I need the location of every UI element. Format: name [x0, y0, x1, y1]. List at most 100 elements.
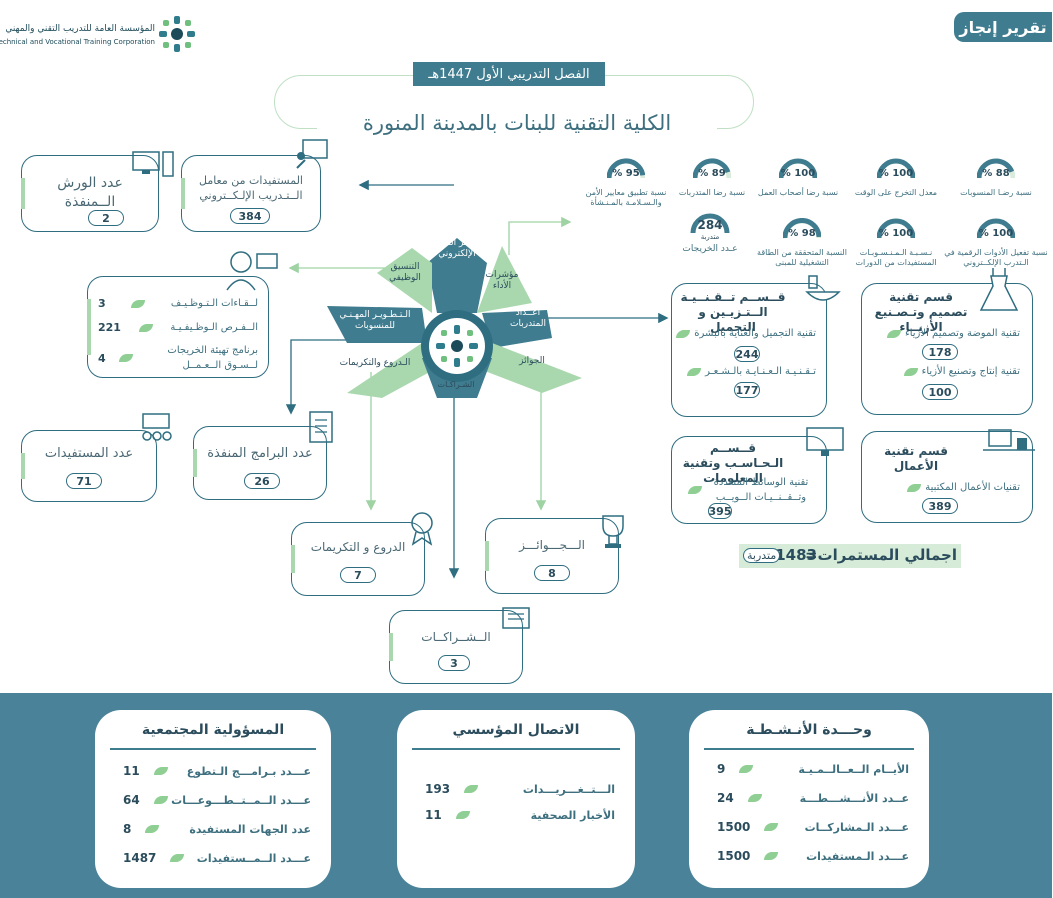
total-value: 1483	[776, 546, 818, 564]
dept-row-value: 178	[923, 344, 959, 360]
beneficiaries-card: عدد المستفيدات 71	[22, 430, 158, 502]
kpi-label: نـسـبـة الـمـنـسـوبـات المستفيدات من الد…	[856, 248, 938, 267]
dept-computer-title: قــســم الـحـاسـب وتقنية المعلومات	[683, 441, 785, 485]
kpi-pct: 100 %	[879, 168, 915, 179]
dept-beauty-card: قــســم تــقـنــيـة الــتـزيـين و التجمي…	[672, 283, 828, 417]
tvtc-logo: المؤسسة العامة للتدريب التقني والمهني Te…	[0, 12, 202, 56]
kpi-label: معدل التخرج على الوقت	[855, 188, 939, 197]
graduates-stat: 284 متدربة عـدد الخريجات	[672, 212, 750, 260]
kpi-gauge: 88 % نسبة رضـا المنسوبات	[961, 158, 1033, 204]
leaf-icon	[171, 854, 186, 862]
total-unit: متدربة	[744, 548, 782, 563]
college-title: الكلية التقنية للبنات بالمدينة المنورة	[318, 108, 718, 138]
arrow-development	[286, 339, 360, 415]
leaf-icon	[748, 794, 763, 802]
cosmetics-icon	[806, 275, 842, 301]
social-title: المسؤولية المجتمعية	[142, 722, 286, 738]
elearning-card: المستفيدات من معامل الــتـدريب الإلـكــت…	[182, 155, 322, 232]
petal-elearning	[428, 238, 488, 313]
programs-value: 26	[245, 473, 281, 489]
programs-label: عدد البرامج المنفذة	[208, 446, 314, 461]
medal-icon	[412, 512, 434, 546]
kpi-label: نسبة رضا المتدربات	[679, 188, 747, 197]
activities-title: وحـــدة الأنـشـطـة	[747, 722, 873, 738]
dept-row: تقنية الوسائط المتعددة وتــقــنــيـات ال…	[689, 475, 817, 505]
kpi-pct: 88 %	[983, 168, 1011, 179]
shields-label: الدروع و التكريمات	[311, 540, 407, 554]
awards-value: 8	[535, 565, 571, 581]
partnerships-label: الــشــراكــات	[422, 630, 492, 644]
arrow-kpis	[509, 216, 573, 255]
audience-icon	[143, 413, 173, 441]
kpi-label: النسبة المتحققة من الطاقة التشغيلية للمب…	[758, 248, 848, 267]
dept-fashion-card: قسم تقنية تصميم وتـصـنيع الأزيــاء تقنية…	[862, 283, 1034, 415]
leaf-icon	[765, 823, 780, 831]
workshops-label: عدد الورش الــمنفذة	[58, 175, 124, 210]
total-label: اجمالي المستمرات=	[805, 546, 958, 564]
kpi-pct: 100 %	[979, 228, 1015, 239]
petal-trainees	[483, 310, 553, 348]
kpi-label: نسبة تفعيل الأدوات الرقمية في الـتدرب ال…	[945, 248, 1049, 267]
dept-row-value: 177	[735, 382, 761, 398]
dept-row-value: 395	[709, 503, 733, 519]
workshops-card: عدد الورش الــمنفذة 2	[22, 155, 160, 232]
kpi-pct: 98 %	[789, 228, 817, 239]
dept-row-value: 244	[735, 346, 761, 362]
kpi-gauge-arc	[780, 158, 818, 179]
kpi-gauge: 98 % النسبة المتحققة من الطاقة التشغيلية …	[758, 218, 848, 267]
programs-card: عدد البرامج المنفذة 26	[194, 426, 328, 500]
kpi-gauge: 100 % نسبة تفعيل الأدوات الرقمية في الـتد…	[945, 218, 1049, 267]
petal-label-shields: الـدروع والتكريمات	[340, 358, 412, 368]
graduates-value: 284	[698, 218, 724, 232]
scroll-icon	[503, 607, 531, 629]
kpi-gauge-arc	[978, 158, 1016, 179]
petal-kpis	[478, 246, 533, 313]
petal-label-trainees: أعــداد المتدربات	[511, 308, 547, 329]
dress-icon	[980, 268, 1020, 311]
petal-label-development: الـتـطـويـر المهـنـي للمنسوبات	[340, 310, 412, 331]
leaf-icon	[146, 825, 161, 833]
leaf-icon	[465, 785, 480, 793]
kpi-gauge: 100 % معدل التخرج على الوقت	[856, 158, 938, 204]
dept-row: تقنية الموضة وتصميم الأزياء	[888, 328, 1021, 339]
petal-coordination	[378, 248, 433, 313]
awards-label: الـــجـــوائـــز	[520, 538, 586, 552]
kpi-label: نسبة رضـا المنسوبات	[961, 188, 1033, 197]
report-tag: تقرير إنجاز	[955, 12, 1053, 42]
petal-label-awards: الجوائز	[520, 356, 546, 366]
graduates-unit: متدربة	[701, 233, 721, 241]
leaf-icon	[456, 811, 471, 819]
kpi-pct: 95 %	[613, 168, 641, 179]
dept-row: تقنيات الأعمال المكتبية	[908, 482, 1021, 493]
workshops-value: 2	[89, 210, 125, 226]
employee-icon	[227, 251, 279, 291]
center-partnerships-label: الشـراكـات	[438, 380, 476, 389]
communication-title: الاتصال المؤسسي	[453, 722, 581, 738]
shields-value: 7	[341, 567, 377, 583]
center-flower	[328, 238, 583, 398]
kpi-pct: 89 %	[699, 168, 727, 179]
monitor-icon	[807, 427, 845, 456]
shields-card: الدروع و التكريمات 7	[292, 522, 426, 596]
kpi-pct: 100 %	[879, 228, 915, 239]
petal-shields	[348, 343, 438, 398]
kpi-gauge: 100 %نسبة رضا أصحاب العمل	[759, 158, 839, 204]
activities-card: وحـــدة الأنـشـطـة الأيــام الــعــالــم…	[690, 710, 930, 888]
leaf-icon	[154, 767, 169, 775]
petal-label-coordination: التنسيق الوظيفي	[390, 262, 422, 283]
kpi-gauge-arc	[978, 218, 1016, 239]
semester-label: الفصل التدريبي الأول 1447هـ	[414, 62, 606, 86]
kpi-gauge-arc	[694, 158, 732, 179]
kpi-gauge: 100 % نـسـبـة الـمـنـسـوبـات المستفيدات م…	[856, 218, 938, 267]
org-name-ar: المؤسسة العامة للتدريب التقني والمهني	[6, 24, 156, 34]
dept-row: تقنية إنتاج وتصنيع الأزياء	[904, 366, 1021, 377]
office-desk-icon	[984, 429, 1036, 451]
employment-row: برنامج تهيئة الخريجات لــسـوق الــعـمــل…	[99, 345, 259, 371]
